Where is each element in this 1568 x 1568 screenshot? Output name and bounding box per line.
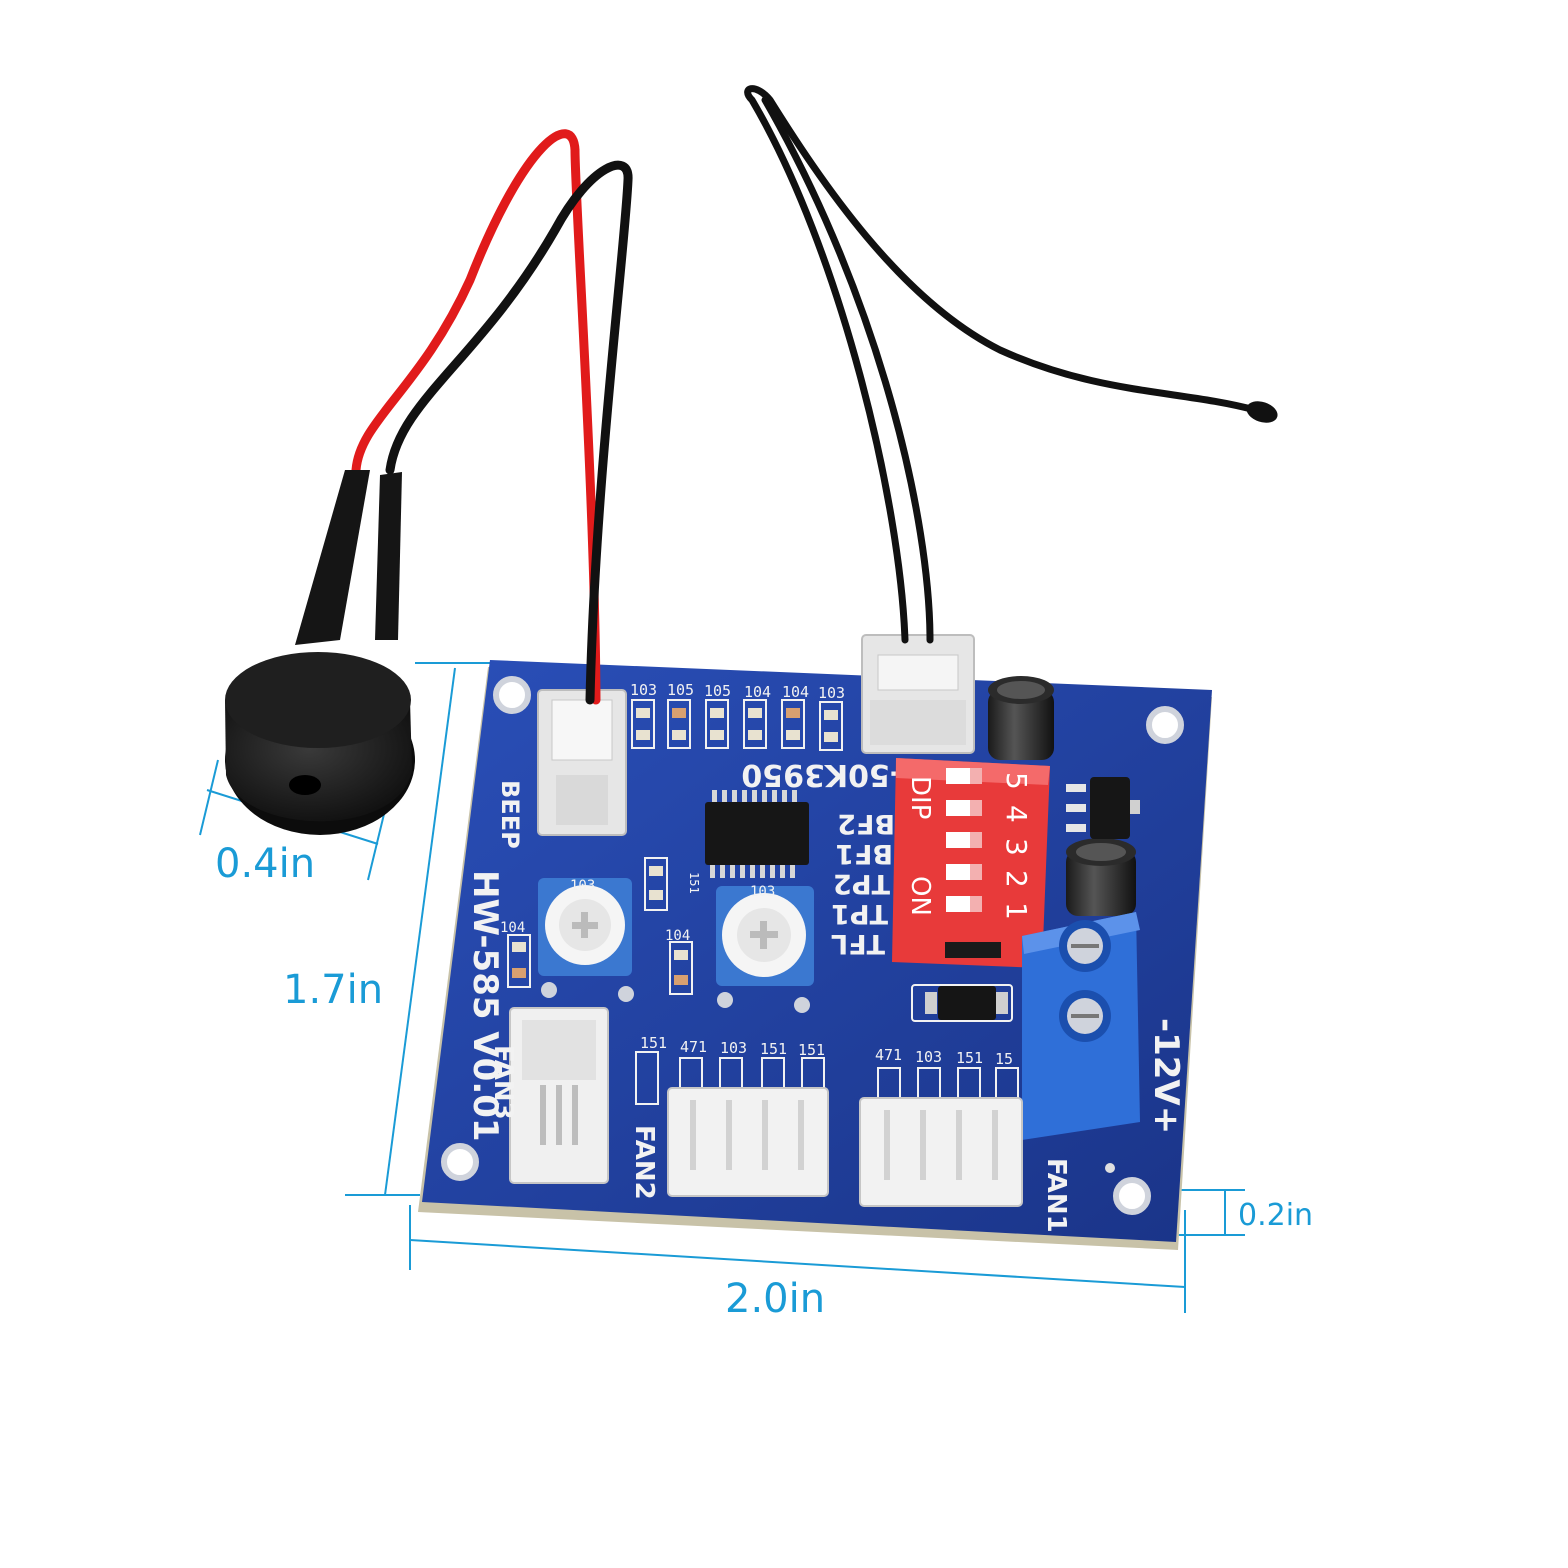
heat-shrink xyxy=(295,470,402,645)
buzzer-wires xyxy=(351,129,633,705)
dip-number: 2 xyxy=(1000,870,1033,888)
fan1-resistor-code: 151 xyxy=(956,1049,983,1067)
pot-code: 103 xyxy=(750,884,775,900)
buzzer xyxy=(225,652,415,835)
dip-number: 5 xyxy=(1000,772,1033,790)
signal-label-tfl: TFL xyxy=(831,928,885,959)
dip-number: 3 xyxy=(1000,838,1033,856)
beep-connector xyxy=(537,689,627,836)
potentiometer-left[interactable] xyxy=(538,878,632,976)
dip-switch[interactable] xyxy=(892,758,1050,968)
fan2-resistor-code: 151 xyxy=(640,1034,667,1052)
fan3-connector xyxy=(509,1007,609,1184)
diode xyxy=(911,984,1013,1022)
dip-number: 4 xyxy=(1000,805,1033,823)
dimension-width-label: 2.0in xyxy=(725,1276,825,1322)
fan2-connector xyxy=(667,1087,829,1197)
fan2-label: FAN2 xyxy=(629,1125,659,1200)
top-resistor-row: 103 105 105 104 104 103 xyxy=(630,681,845,751)
dip-number: 1 xyxy=(1000,902,1033,920)
fan1-resistor-code: 103 xyxy=(915,1048,942,1066)
top-resistor-code: 103 xyxy=(818,684,845,702)
signal-label-tp1: TP1 xyxy=(831,898,888,929)
pcb-board: 103 105 105 104 104 103 BEEP xyxy=(418,634,1212,1250)
top-resistor-code: 103 xyxy=(630,681,657,699)
smd-code: 104 xyxy=(500,920,525,936)
top-resistor-code: 105 xyxy=(704,682,731,700)
dimension-hole-label: 0.2in xyxy=(1238,1198,1313,1233)
top-resistor-code: 104 xyxy=(744,683,771,701)
fan1-resistor-code: 471 xyxy=(875,1046,902,1064)
top-resistor-code: 104 xyxy=(782,683,809,701)
capacitor-top xyxy=(988,676,1054,760)
dip-label: DIP xyxy=(905,776,935,819)
board-model-label: HW-585 V0.01 xyxy=(465,870,505,1142)
dimension-height-label: 1.7in xyxy=(283,967,383,1013)
sensor-model-label: C-50K3950 xyxy=(741,757,925,792)
fan1-connector xyxy=(859,1097,1023,1207)
dip-on-label: ON xyxy=(905,876,935,916)
sensor-wires xyxy=(744,85,1259,644)
fan3-label: FAN3 xyxy=(488,1045,518,1120)
fan1-resistor-code: 15 xyxy=(995,1050,1013,1068)
dimension-buzzer-label: 0.4in xyxy=(215,841,315,887)
signal-label-tp2: TP2 xyxy=(833,868,890,899)
power-label: -12V+ xyxy=(1146,1018,1186,1134)
smd-code: 151 xyxy=(687,872,701,894)
beep-label: BEEP xyxy=(496,780,524,849)
fan2-resistor-code: 103 xyxy=(720,1039,747,1057)
potentiometer-right[interactable] xyxy=(716,886,814,986)
fan2-resistor-code: 151 xyxy=(798,1041,825,1059)
fan2-resistor-code: 151 xyxy=(760,1040,787,1058)
thermistor-tip xyxy=(1246,401,1278,423)
controller-chip xyxy=(705,790,809,878)
fan2-resistor-code: 471 xyxy=(680,1038,707,1056)
fan1-label: FAN1 xyxy=(1041,1158,1071,1233)
pot-code: 103 xyxy=(570,878,595,894)
capacitor-right xyxy=(1066,838,1136,916)
signal-label-bf1: BF1 xyxy=(835,838,893,869)
smd-resistors xyxy=(507,857,693,995)
power-terminal-block[interactable] xyxy=(1022,912,1140,1140)
top-resistor-code: 105 xyxy=(667,681,694,699)
signal-label-bf2: BF2 xyxy=(837,808,895,839)
smd-code: 104 xyxy=(665,928,690,944)
sensor-connector xyxy=(861,634,975,754)
transistor xyxy=(1066,777,1140,839)
